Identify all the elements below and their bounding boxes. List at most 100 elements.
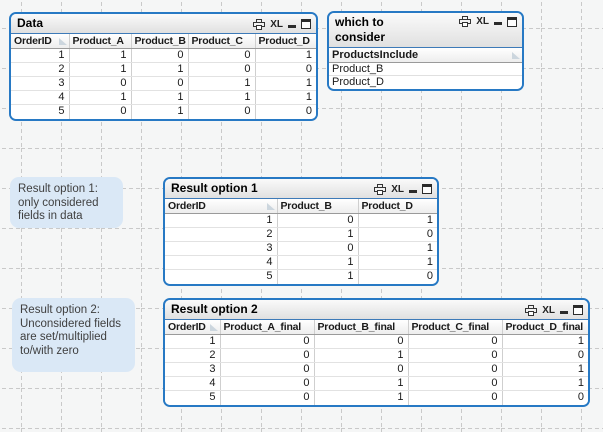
print-icon[interactable] [374,183,387,195]
list-item[interactable]: Product_B [329,63,522,76]
table-cell[interactable]: 5 [165,390,221,405]
table-cell[interactable]: 1 [277,269,359,284]
excel-export-icon[interactable]: XL [542,304,555,316]
table-cell[interactable]: 0 [69,104,132,119]
data-table-caption[interactable]: Data XL [11,14,316,34]
table-cell[interactable]: 0 [502,348,588,363]
table-cell[interactable]: 0 [188,104,256,119]
table-cell[interactable]: 5 [11,104,70,119]
table-cell[interactable]: 0 [408,376,503,391]
minimize-icon[interactable] [288,24,296,28]
print-icon[interactable] [253,18,266,30]
table-cell[interactable]: 0 [220,348,315,363]
table-cell[interactable]: 2 [11,62,70,77]
table-cell[interactable]: 0 [314,334,409,349]
table-cell[interactable]: 5 [165,269,278,284]
result1-table-caption[interactable]: Result option 1 XL [165,179,437,199]
column-header-product_c_final[interactable]: Product_C_final [408,320,503,335]
table-cell[interactable]: 4 [165,376,221,391]
table-cell[interactable]: 1 [131,104,189,119]
table-cell[interactable]: 0 [358,227,437,242]
excel-export-icon[interactable]: XL [270,18,283,30]
excel-export-icon[interactable]: XL [476,16,489,27]
table-cell[interactable]: 1 [358,241,437,256]
table-cell[interactable]: 1 [69,48,132,63]
table-cell[interactable]: 0 [408,362,503,377]
column-header-product_b[interactable]: Product_B [277,199,359,214]
table-cell[interactable]: 0 [220,390,315,405]
table-cell[interactable]: 0 [220,362,315,377]
table-cell[interactable]: 0 [408,390,503,405]
table-cell[interactable]: 0 [220,334,315,349]
list-item[interactable]: Product_D [329,76,522,89]
table-cell[interactable]: 3 [11,76,70,91]
table-cell[interactable]: 0 [255,62,316,77]
result2-table-caption[interactable]: Result option 2 XL [165,300,588,320]
table-cell[interactable]: 1 [358,255,437,270]
table-cell[interactable]: 1 [165,334,221,349]
table-cell[interactable]: 1 [131,62,189,77]
table-cell[interactable]: 0 [277,213,359,228]
maximize-icon[interactable] [507,16,517,27]
column-header-product_a[interactable]: Product_A [69,34,132,49]
listbox-field-header[interactable]: ProductsInclude [329,48,522,63]
table-cell[interactable]: 0 [277,241,359,256]
table-cell[interactable]: 1 [255,76,316,91]
maximize-icon[interactable] [573,305,583,315]
column-header-orderid[interactable]: OrderID [11,34,70,49]
table-cell[interactable]: 3 [165,362,221,377]
table-cell[interactable]: 0 [131,48,189,63]
table-cell[interactable]: 1 [277,255,359,270]
table-cell[interactable]: 2 [165,227,278,242]
minimize-icon[interactable] [494,22,502,25]
table-cell[interactable]: 0 [358,269,437,284]
table-cell[interactable]: 0 [69,76,132,91]
table-cell[interactable]: 0 [255,104,316,119]
table-cell[interactable]: 1 [165,213,278,228]
column-header-product_b_final[interactable]: Product_B_final [314,320,409,335]
table-cell[interactable]: 1 [314,390,409,405]
minimize-icon[interactable] [560,310,568,314]
table-cell[interactable]: 1 [502,362,588,377]
table-cell[interactable]: 1 [11,48,70,63]
table-cell[interactable]: 1 [188,76,256,91]
maximize-icon[interactable] [422,184,432,194]
table-cell[interactable]: 1 [69,62,132,77]
column-header-orderid[interactable]: OrderID [165,199,278,214]
table-cell[interactable]: 4 [11,90,70,105]
table-cell[interactable]: 2 [165,348,221,363]
filter-listbox-caption[interactable]: which to consider XL [329,13,522,48]
column-header-product_d[interactable]: Product_D [358,199,437,214]
column-header-orderid[interactable]: OrderID [165,320,221,335]
table-cell[interactable]: 1 [358,213,437,228]
table-cell[interactable]: 1 [314,376,409,391]
table-cell[interactable]: 0 [502,390,588,405]
print-icon[interactable] [459,16,472,27]
excel-export-icon[interactable]: XL [391,183,404,195]
table-cell[interactable]: 0 [220,376,315,391]
table-cell[interactable]: 1 [69,90,132,105]
print-icon[interactable] [525,304,538,316]
table-cell[interactable]: 3 [165,241,278,256]
table-cell[interactable]: 0 [408,348,503,363]
table-cell[interactable]: 1 [277,227,359,242]
table-cell[interactable]: 0 [188,48,256,63]
column-header-product_d[interactable]: Product_D [255,34,316,49]
table-cell[interactable]: 1 [255,90,316,105]
table-cell[interactable]: 1 [502,334,588,349]
table-cell[interactable]: 1 [255,48,316,63]
column-header-product_d_final[interactable]: Product_D_final [502,320,588,335]
table-cell[interactable]: 4 [165,255,278,270]
table-cell[interactable]: 0 [408,334,503,349]
column-header-product_b[interactable]: Product_B [131,34,189,49]
column-header-product_a_final[interactable]: Product_A_final [220,320,315,335]
table-cell[interactable]: 0 [188,62,256,77]
table-cell[interactable]: 0 [314,362,409,377]
table-cell[interactable]: 1 [314,348,409,363]
column-header-product_c[interactable]: Product_C [188,34,256,49]
table-cell[interactable]: 1 [131,90,189,105]
table-cell[interactable]: 0 [131,76,189,91]
table-cell[interactable]: 1 [188,90,256,105]
minimize-icon[interactable] [409,189,417,193]
maximize-icon[interactable] [301,19,311,29]
